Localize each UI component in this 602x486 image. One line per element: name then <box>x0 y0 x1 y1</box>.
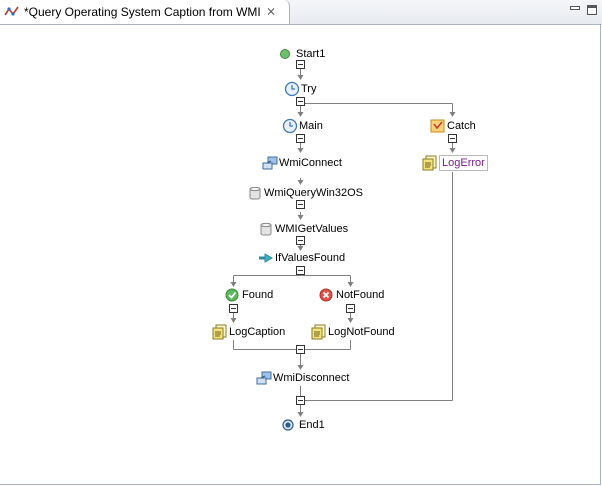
node-catch[interactable]: Catch <box>430 118 476 134</box>
end-icon <box>282 417 298 433</box>
node-wmiconnect[interactable]: WmiConnect <box>262 155 342 171</box>
connect-icon <box>256 370 272 386</box>
node-label: LogError <box>439 155 488 171</box>
node-label: WmiConnect <box>279 157 342 169</box>
node-lognotfound[interactable]: LogNotFound <box>311 324 395 340</box>
close-icon[interactable]: ⨯ <box>266 4 277 18</box>
node-label: Found <box>242 289 274 301</box>
node-notfound[interactable]: NotFound <box>319 287 384 303</box>
workflow-icon <box>4 5 20 22</box>
check-icon <box>225 287 241 303</box>
collapse-toggle[interactable] <box>296 134 305 143</box>
start-icon <box>279 46 295 62</box>
clock-icon <box>284 81 300 97</box>
collapse-toggle[interactable] <box>346 304 355 313</box>
node-main[interactable]: Main <box>282 118 323 134</box>
editor-tab-bar: *Query Operating System Caption from WMI… <box>0 0 602 25</box>
node-try[interactable]: Try <box>284 81 316 97</box>
node-label: Start1 <box>296 48 326 60</box>
database-icon <box>258 221 274 237</box>
node-label: Main <box>299 120 323 132</box>
node-ifvaluesfound[interactable]: IfValuesFound <box>258 250 345 266</box>
node-label: WmiQueryWin32OS <box>264 187 364 199</box>
node-wmiquerywin32os[interactable]: WmiQueryWin32OS <box>247 185 363 201</box>
node-wmigetvalues[interactable]: WMIGetValues <box>258 221 348 237</box>
node-wmidisconnect[interactable]: WmiDisconnect <box>256 370 349 386</box>
log-icon <box>212 324 228 340</box>
node-logcaption[interactable]: LogCaption <box>212 324 285 340</box>
catch-icon <box>430 118 446 134</box>
error-icon <box>319 287 335 303</box>
workflow-canvas[interactable] <box>0 25 601 485</box>
collapse-toggle[interactable] <box>296 60 305 69</box>
collapse-toggle[interactable] <box>296 396 305 405</box>
node-label: Catch <box>447 120 476 132</box>
minimize-button[interactable] <box>569 5 580 15</box>
log-icon <box>422 155 438 171</box>
node-label: WmiDisconnect <box>273 372 350 384</box>
collapse-toggle[interactable] <box>296 236 305 245</box>
collapse-toggle[interactable] <box>448 134 457 143</box>
collapse-toggle[interactable] <box>296 266 305 275</box>
tab-title: *Query Operating System Caption from WMI <box>24 5 261 19</box>
database-icon <box>247 185 263 201</box>
node-label: IfValuesFound <box>275 252 346 264</box>
node-label: End1 <box>299 419 325 431</box>
collapse-toggle[interactable] <box>229 304 238 313</box>
node-found[interactable]: Found <box>225 287 273 303</box>
connect-icon <box>262 155 278 171</box>
node-label: LogNotFound <box>328 326 395 338</box>
node-label: NotFound <box>336 289 385 301</box>
collapse-toggle[interactable] <box>296 345 305 354</box>
collapse-toggle[interactable] <box>296 200 305 209</box>
node-logerror[interactable]: LogError <box>422 155 488 171</box>
clock-icon <box>282 118 298 134</box>
editor-tab[interactable]: *Query Operating System Caption from WMI… <box>0 0 290 24</box>
collapse-toggle[interactable] <box>296 97 305 106</box>
node-label: WMIGetValues <box>275 223 349 235</box>
node-start1[interactable]: Start1 <box>279 46 325 62</box>
node-label: LogCaption <box>229 326 286 338</box>
node-end1[interactable]: End1 <box>282 417 325 433</box>
node-label: Try <box>301 83 317 95</box>
log-icon <box>311 324 327 340</box>
branch-icon <box>258 250 274 266</box>
maximize-button[interactable] <box>587 5 597 15</box>
